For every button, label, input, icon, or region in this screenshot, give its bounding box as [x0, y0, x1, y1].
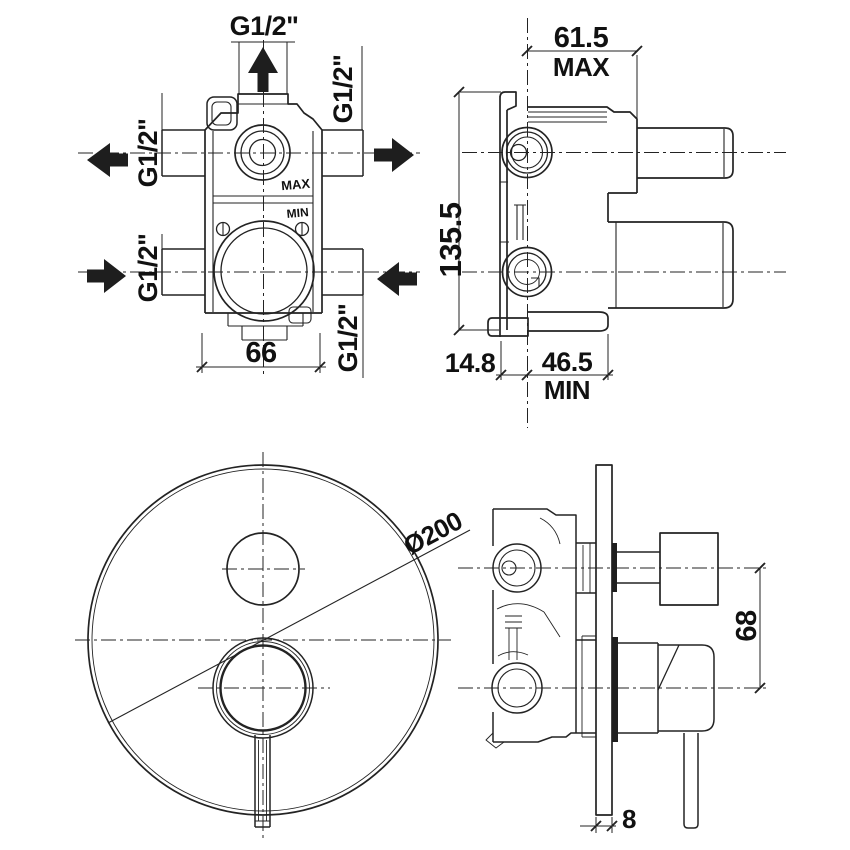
- valve-body-outline: [204, 93, 323, 314]
- dimension-ticks: [453, 45, 643, 381]
- trim-front-view: Ø200: [75, 452, 471, 838]
- lower-port-side-circles: [491, 662, 543, 714]
- dim-depth-min: 46.5: [542, 347, 593, 377]
- plate-circle-inner: [91, 468, 435, 812]
- mounting-tab-slot: [211, 101, 232, 126]
- valve-body-details: [500, 111, 725, 308]
- pipe-stubs: [161, 129, 364, 296]
- screw-left: [215, 221, 231, 237]
- screw-right: [294, 221, 310, 237]
- dim-plate-diameter: Ø200: [399, 505, 468, 560]
- mounting-tab: [206, 96, 238, 131]
- upper-port-side-circles: [501, 126, 553, 179]
- valve-side-view: 61.5 MAX 135.5 14.8 46.5 MIN: [433, 18, 786, 428]
- dimension-lines: [580, 568, 761, 833]
- handle-lever: [683, 733, 699, 829]
- lower-port-side-circles: [501, 246, 553, 298]
- dimension-lines: [458, 50, 638, 380]
- flow-arrow-left-out-icon: [87, 143, 128, 177]
- cartridge-circles: [213, 220, 315, 322]
- dim-depth-min-qualifier: MIN: [544, 375, 590, 405]
- valve-body-outline: [492, 508, 596, 743]
- port-label-left-bottom: G1/2": [133, 234, 163, 303]
- valve-body-details: [485, 517, 596, 749]
- valve-front-view: G1/2" G1/2" G1/2" G1/2" G1/2" MAX MIN 66: [78, 11, 420, 378]
- flow-arrow-left-in-icon: [87, 259, 126, 293]
- handle-chamfer-line: [657, 644, 680, 691]
- trim-side-view: 68 8: [458, 464, 766, 834]
- flow-arrow-right-out-icon: [374, 138, 414, 172]
- handle-lever-details: [255, 740, 270, 822]
- max-marking: MAX: [281, 176, 311, 193]
- centerlines: [462, 18, 786, 428]
- diverter-stem: [617, 551, 660, 584]
- port-label-left-top: G1/2": [133, 119, 163, 188]
- dim-height: 135.5: [433, 202, 468, 277]
- diverter-button-circle: [226, 532, 300, 606]
- flow-arrow-right-in-icon: [377, 262, 417, 296]
- dim-wall-offset: 14.8: [445, 348, 496, 378]
- plate-edge: [595, 464, 613, 816]
- diameter-leader-line: [107, 529, 471, 724]
- dimension-ticks: [196, 361, 326, 373]
- port-label-right-bottom: G1/2": [333, 304, 363, 373]
- handle-body: [618, 642, 715, 734]
- valve-body-details: [212, 103, 314, 341]
- dim-depth-max-qualifier: MAX: [553, 52, 610, 82]
- handle-escutcheon: [612, 637, 618, 742]
- handle-lever: [254, 735, 271, 828]
- dim-body-width: 66: [245, 337, 277, 369]
- dim-handle-center-distance: 68: [731, 610, 763, 642]
- port-label-top: G1/2": [230, 11, 299, 41]
- flow-arrow-up-icon: [248, 47, 278, 92]
- handle-rosette-circles: [212, 637, 314, 739]
- valve-body-outline: [487, 91, 734, 337]
- dim-plate-thickness: 8: [622, 804, 636, 834]
- bottom-detail-box: [288, 306, 312, 324]
- dim-depth-max: 61.5: [554, 22, 609, 54]
- min-marking: MIN: [286, 205, 309, 221]
- port-label-right-top: G1/2": [328, 55, 358, 124]
- dimension-lines: [161, 41, 364, 378]
- diverter-knob: [659, 532, 719, 606]
- dimension-ticks: [590, 562, 766, 832]
- diverter-escutcheon: [612, 543, 617, 592]
- upper-port-side-circles: [492, 543, 542, 593]
- plate-circle-outer: [87, 464, 439, 816]
- upper-port-circles: [234, 124, 291, 181]
